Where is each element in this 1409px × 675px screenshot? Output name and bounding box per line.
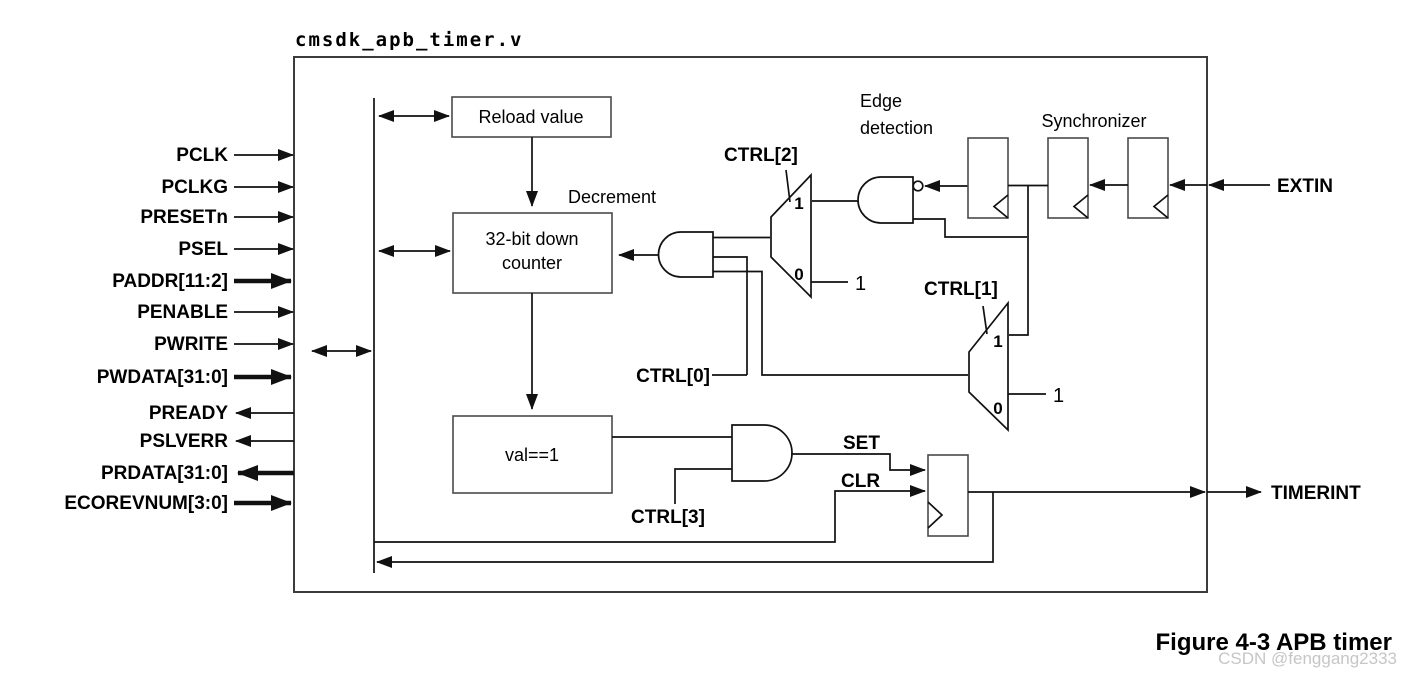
sync-ff2-clock-icon <box>1152 194 1169 219</box>
ctrl2-label: CTRL[2] <box>724 145 798 166</box>
extin-group: EXTIN <box>1169 176 1333 197</box>
decrement-label: Decrement <box>568 187 656 207</box>
ctrl1-label: CTRL[1] <box>924 279 998 300</box>
register-blocks: Reload value 32-bit down counter val==1 <box>378 96 613 494</box>
left-pin-arrows <box>234 149 372 511</box>
pin-label-pslverr: PSLVERR <box>140 431 229 452</box>
module-title: cmsdk_apb_timer.v <box>295 29 523 51</box>
timerint-group: TIMERINT <box>1207 483 1361 504</box>
pin-label-pwdata: PWDATA[31:0] <box>97 367 228 388</box>
sync-ff1-clock-icon <box>1072 194 1089 219</box>
decrement-and-gate <box>657 231 714 278</box>
watermark: CSDN @fenggang2333 <box>1218 649 1397 668</box>
edge-gate-lower-input-wire <box>913 218 1027 238</box>
sync-flipflop-1 <box>1047 137 1089 219</box>
pin-label-ecorevnum: ECOREVNUM[3:0] <box>64 493 228 514</box>
ctrl2-mux-input-0-label: 0 <box>794 265 803 284</box>
ctrl2-mux <box>770 172 812 300</box>
ctrl2-select-tick <box>785 169 791 203</box>
edge-detection-label-line2: detection <box>860 118 933 138</box>
pin-label-penable: PENABLE <box>137 302 228 323</box>
interrupt-logic-group: CTRL[3] SET CLR <box>374 424 1206 568</box>
counter-label-line2: counter <box>502 253 562 273</box>
ctrl0-label: CTRL[0] <box>636 366 710 387</box>
extin-label: EXTIN <box>1277 176 1333 197</box>
ctrl1-mux <box>968 300 1009 433</box>
ctrl1-mux-input-1-label: 1 <box>993 332 1002 351</box>
ctrl1-select-tick <box>982 305 988 335</box>
pin-label-pwrite: PWRITE <box>154 334 228 355</box>
compare-label: val==1 <box>505 445 559 465</box>
pin-label-presetn: PRESETn <box>140 207 228 228</box>
edge-and-gate <box>857 176 914 224</box>
timerint-label: TIMERINT <box>1271 483 1361 504</box>
timerint-flipflop <box>927 454 969 537</box>
module-boundary-box <box>293 56 1208 593</box>
edge-gate-invert-bubble <box>912 180 924 192</box>
sync-flipflop-2 <box>1127 137 1169 219</box>
timerint-feedback-wire <box>376 492 994 568</box>
ctrl1-mux-const-one: 1 <box>1053 385 1064 407</box>
edge-detection-label-line1: Edge <box>860 91 902 111</box>
synchronizer-label: Synchronizer <box>1041 111 1146 131</box>
pin-label-psel: PSEL <box>178 239 228 260</box>
wire-tap-to-ctrl1-mux <box>1009 185 1029 336</box>
ctrl3-label: CTRL[3] <box>631 507 705 528</box>
compare-box <box>452 415 613 494</box>
set-wire <box>791 453 926 476</box>
edge-detect-flipflop <box>967 137 1009 219</box>
decrement-logic: Decrement CTRL[0] <box>568 187 968 387</box>
edge-ff-clock-icon <box>992 194 1009 219</box>
reload-value-box <box>451 96 612 138</box>
wire-mux1-to-gate <box>713 270 968 376</box>
ctrl1-mux-input-0-label: 0 <box>993 399 1002 418</box>
clr-wire <box>374 485 926 543</box>
wire-ctrl0-to-gate <box>713 256 748 375</box>
ctrl1-mux-group: CTRL[1] 1 0 1 <box>924 279 1064 433</box>
ctrl2-mux-group: CTRL[2] 1 0 1 <box>724 145 866 300</box>
reload-value-label: Reload value <box>478 107 583 127</box>
pin-label-pready: PREADY <box>149 403 229 424</box>
set-label: SET <box>843 433 880 454</box>
edge-detection-group: Edge detection <box>812 91 1027 238</box>
ctrl2-mux-input-1-label: 1 <box>794 194 803 213</box>
pin-label-paddr: PADDR[11:2] <box>112 271 228 292</box>
figure-caption: Figure 4-3 APB timer <box>1156 629 1393 656</box>
counter-box <box>452 212 613 294</box>
wire-ctrl3-to-setgate <box>674 468 732 504</box>
pin-label-prdata: PRDATA[31:0] <box>101 463 228 484</box>
counter-label-line1: 32-bit down <box>485 229 578 249</box>
synchronizer-group: Synchronizer <box>1008 111 1169 336</box>
timerint-ff-clock-icon <box>927 501 944 529</box>
pin-label-pclkg: PCLKG <box>162 177 229 198</box>
set-and-gate <box>731 424 793 482</box>
clr-label: CLR <box>841 471 880 492</box>
ctrl2-mux-const-one: 1 <box>855 273 866 295</box>
left-pin-labels: PCLK PCLKG PRESETn PSEL PADDR[11:2] PENA… <box>64 145 228 514</box>
pin-label-pclk: PCLK <box>176 145 228 166</box>
